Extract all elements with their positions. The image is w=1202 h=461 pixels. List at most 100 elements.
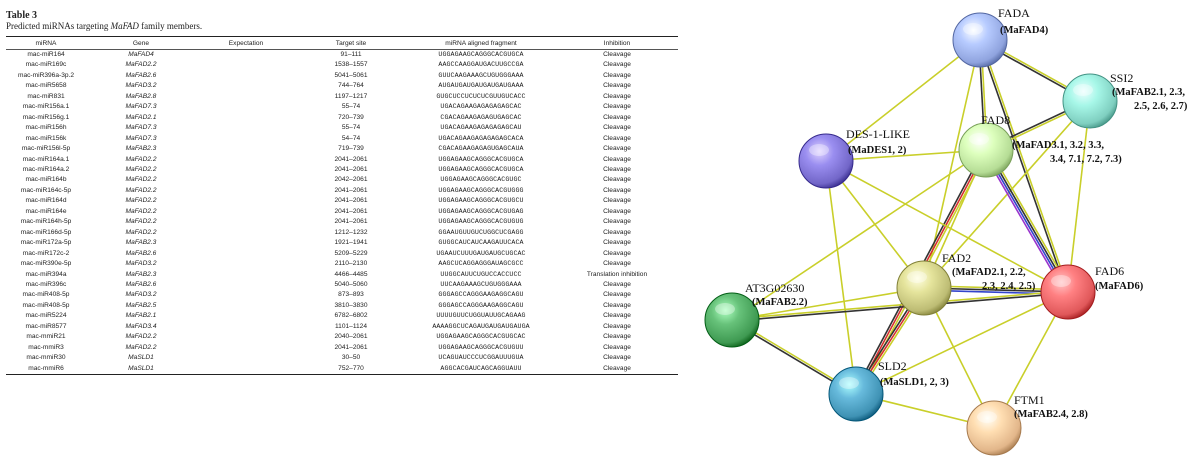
cell-gene: MaFAD2.2 <box>125 197 157 205</box>
node-highlight <box>839 377 859 389</box>
edge-ssi2-fad6 <box>1067 100 1091 293</box>
edge-strand <box>731 290 1068 320</box>
cell-mirna: mac-mmiR6 <box>28 364 64 372</box>
cell-mirna: mac-mmiR21 <box>26 333 66 341</box>
cell-gene: MaFAB2.3 <box>125 270 157 278</box>
node-sphere <box>704 292 760 348</box>
node-highlight <box>907 271 927 283</box>
network-nodes: FADA(MaFAD4)SSI2(MaFAB2.1, 2.3,2.5, 2.6,… <box>704 6 1188 456</box>
node-label: SSI2 <box>1110 71 1133 85</box>
node-highlight <box>715 303 735 315</box>
table-row: mac-miR172a-5pMaFAB2.341921–1941GUGGCAUC… <box>6 238 678 248</box>
cell-inhibition: Cleavage <box>603 71 631 79</box>
edge-des1-sld2 <box>825 160 857 395</box>
node-des1: DES-1-LIKE(MaDES1, 2) <box>798 127 910 189</box>
table-title: Table 3 <box>6 10 38 21</box>
cell-expectation: 4 <box>196 280 296 290</box>
cell-gene: MaFAD3.2 <box>125 260 157 268</box>
node-sphere <box>958 122 1014 178</box>
cell-gene: MaFAD7.3 <box>125 134 157 142</box>
cell-target-site: 2042–2061 <box>334 176 368 184</box>
edge-strand <box>982 151 1066 295</box>
cell-inhibition: Cleavage <box>603 364 631 372</box>
table-row: mac-miR164a.2MaFAD2.242041–2061UGGAGAAGC… <box>6 165 678 175</box>
cell-mirna: mac-miR166d-5p <box>20 228 72 236</box>
cell-target-site: 2041–2061 <box>334 165 368 173</box>
col-header-inhibition: Inhibition <box>603 39 631 47</box>
cell-expectation: 4 <box>196 175 296 185</box>
cell-target-site: 1101–1124 <box>334 322 368 330</box>
cell-target-site: 873–893 <box>338 291 364 299</box>
node-label: FAD8 <box>981 113 1010 127</box>
cell-gene: MaFAD2.2 <box>125 165 157 173</box>
cell-target-site: 4466–4485 <box>334 270 368 278</box>
node-label: FTM1 <box>1014 393 1045 407</box>
cell-inhibition: Cleavage <box>603 113 631 121</box>
cell-aligned-fragment: UCAGUAUCCCUCGGAUUUGUA <box>438 354 524 362</box>
cell-gene: MaFAD2.2 <box>125 186 157 194</box>
cell-gene: MaFAD2.2 <box>125 218 157 226</box>
cell-expectation: 3.5 <box>196 60 296 70</box>
edge-strand <box>978 40 1068 293</box>
cell-inhibition: Cleavage <box>603 124 631 132</box>
cell-inhibition: Translation inhibition <box>586 270 648 278</box>
cell-target-site: 2041–2061 <box>334 186 368 194</box>
cell-mirna: mac-miR164c-5p <box>20 186 72 194</box>
node-label: FADA <box>998 6 1030 20</box>
cell-target-site: 5209–5229 <box>334 249 368 257</box>
table-row: mac-miR408-5pMaFAB2.543810–3830GGGAGCCAG… <box>6 301 678 311</box>
cell-mirna: mac-miR156h <box>25 124 67 132</box>
cell-inhibition: Cleavage <box>603 301 631 309</box>
cell-mirna: mac-miR164e <box>25 207 67 215</box>
cell-gene: MaFAD3.2 <box>125 82 157 90</box>
table-row: mac-miR408-5pMaFAD3.24873–893GGGAGCCAGGG… <box>6 290 678 300</box>
cell-inhibition: Cleavage <box>603 218 631 226</box>
node-highlight <box>977 411 997 423</box>
cell-target-site: 2041–2061 <box>334 343 368 351</box>
cell-aligned-fragment: AUGAUGAUGAUGAUGAUGAAA <box>438 82 524 90</box>
edge-sld2-fad6 <box>855 291 1069 395</box>
cell-aligned-fragment: GUGCUCCUCUCUCGUUGUCACC <box>436 92 526 100</box>
cell-expectation: 4 <box>196 322 296 332</box>
cell-aligned-fragment: UGGAGAAGCAGGGCACGUGAG <box>438 207 524 215</box>
cell-target-site: 2041–2061 <box>334 155 368 163</box>
cell-mirna: mac-miR5658 <box>25 82 67 90</box>
cell-expectation: 4 <box>196 364 296 375</box>
cell-expectation: 4 <box>196 270 296 280</box>
table-row: mac-miR831MaFAB2.83.51197–1217GUGCUCCUCU… <box>6 92 678 102</box>
cell-gene: MaFAD2.2 <box>125 333 157 341</box>
cell-target-site: 1921–1941 <box>334 239 368 247</box>
col-header-mirna: miRNA <box>35 39 57 47</box>
cell-mirna: mac-miR408-5p <box>22 301 70 309</box>
cell-target-site: 1197–1217 <box>334 92 368 100</box>
cell-expectation: 3.5 <box>196 92 296 102</box>
cell-mirna: mac-mmiR30 <box>26 354 66 362</box>
table-row: mac-miR5658MaFAD3.23.5744–764AUGAUGAUGAU… <box>6 81 678 91</box>
cell-aligned-fragment: UGGAGAAGCAGGGCACGUGCA <box>438 165 524 173</box>
cell-target-site: 5040–5060 <box>334 280 368 288</box>
cell-aligned-fragment: UGGAGAAGCAGGGCACGUGCA <box>438 155 524 163</box>
cell-expectation: 4 <box>196 217 296 227</box>
cell-mirna: mac-miR164d <box>25 197 67 205</box>
cell-gene: MaFAD2.2 <box>125 343 157 351</box>
cell-aligned-fragment: UGAAUCUUUGAUGAUGCUGCAC <box>436 249 526 257</box>
cell-mirna: mac-miR169c <box>25 61 67 69</box>
node-label: FAD2 <box>942 251 971 265</box>
cell-target-site: 2040–2061 <box>334 333 368 341</box>
cell-gene: MaFAB2.3 <box>125 145 157 153</box>
cell-aligned-fragment: GUGGCAUCAUCAAGAUUCACA <box>438 239 524 247</box>
cell-expectation: 4 <box>196 102 296 112</box>
node-sphere <box>1040 264 1096 320</box>
cell-inhibition: Cleavage <box>603 343 631 351</box>
cell-mirna: mac-miR164 <box>27 51 65 58</box>
cell-mirna: mac-miR8577 <box>25 322 67 330</box>
cell-expectation: 4 <box>196 290 296 300</box>
table-row: mac-miR172c-2MaFAB2.645209–5229UGAAUCUUU… <box>6 249 678 259</box>
table-row: mac-miR164c-5pMaFAD2.242041–2061UGGAGAAG… <box>6 186 678 196</box>
cell-mirna: mac-miR164a.1 <box>22 155 70 163</box>
cell-expectation: 4 <box>196 259 296 269</box>
cell-inhibition: Cleavage <box>603 260 631 268</box>
cell-mirna: mac-miR408-5p <box>22 291 70 299</box>
cell-inhibition: Cleavage <box>603 312 631 320</box>
cell-expectation: 4 <box>196 165 296 175</box>
